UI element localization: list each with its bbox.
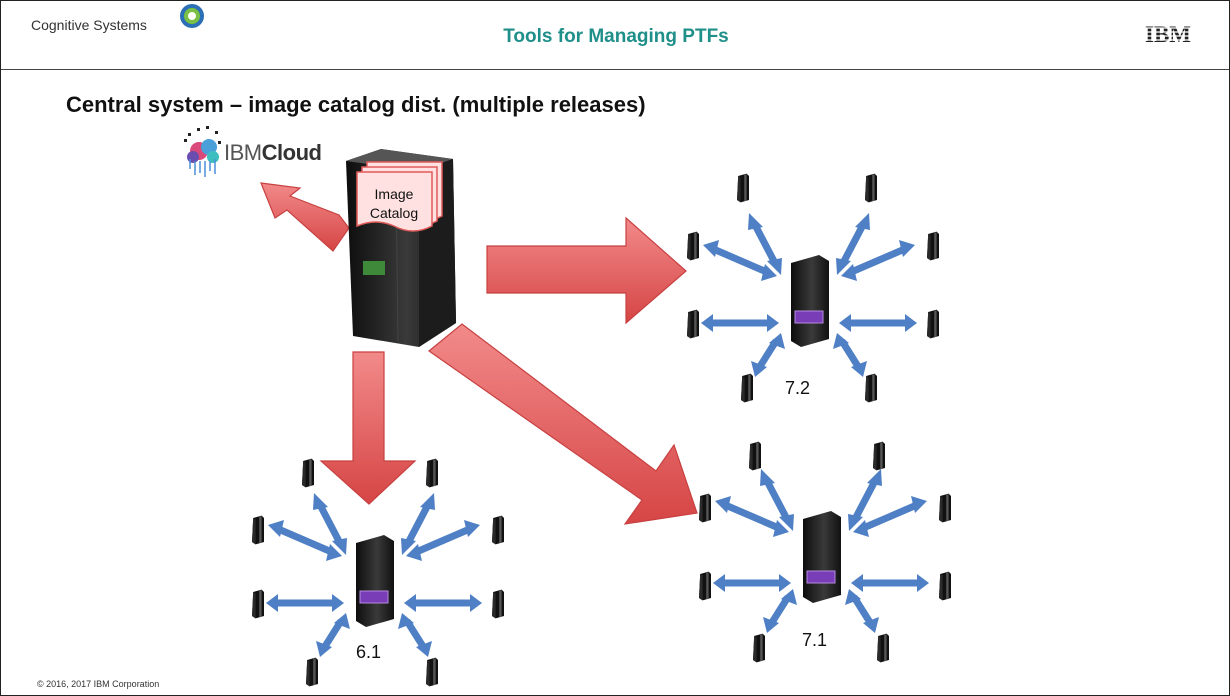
ibm-cloud-icon xyxy=(184,126,221,177)
cognitive-systems-logo-icon xyxy=(180,4,204,28)
ibm-cloud-label: IBMCloud xyxy=(224,140,322,166)
ibm-logo-icon: IBM xyxy=(1145,23,1197,45)
brand-label: Cognitive Systems xyxy=(31,17,147,33)
cluster-61 xyxy=(252,458,504,687)
cluster-61-connections xyxy=(274,501,474,650)
cluster-71 xyxy=(699,441,951,663)
version-label-72: 7.2 xyxy=(785,378,811,398)
cluster-72-connections xyxy=(709,221,909,370)
slide-heading: Central system – image catalog dist. (mu… xyxy=(66,92,646,117)
image-catalog-line2: Catalog xyxy=(369,205,419,221)
version-label-71: 7.1 xyxy=(802,630,828,650)
arrow-to-cluster-71 xyxy=(428,323,698,525)
header-divider xyxy=(1,69,1229,70)
arrow-to-cluster-61 xyxy=(319,351,417,505)
cluster-72 xyxy=(687,173,939,403)
image-catalog-icon xyxy=(356,161,443,232)
ibm-cloud-prefix: IBM xyxy=(224,140,262,165)
cluster-72-server-icon xyxy=(791,255,829,347)
slide-title: Tools for Managing PTFs xyxy=(503,26,729,47)
ibm-cloud-name: Cloud xyxy=(261,140,322,165)
cluster-71-server-icon xyxy=(803,511,841,603)
version-label-61: 6.1 xyxy=(356,642,382,662)
distribution-arrows xyxy=(260,182,698,525)
arrow-to-cloud xyxy=(260,182,350,252)
copyright-footer: © 2016, 2017 IBM Corporation xyxy=(37,679,160,689)
cluster-71-connections xyxy=(721,477,921,626)
image-catalog-label: Image Catalog xyxy=(357,185,431,223)
arrow-to-cluster-72 xyxy=(486,216,687,325)
image-catalog-line1: Image xyxy=(374,186,414,202)
cluster-61-server-icon xyxy=(356,535,394,627)
